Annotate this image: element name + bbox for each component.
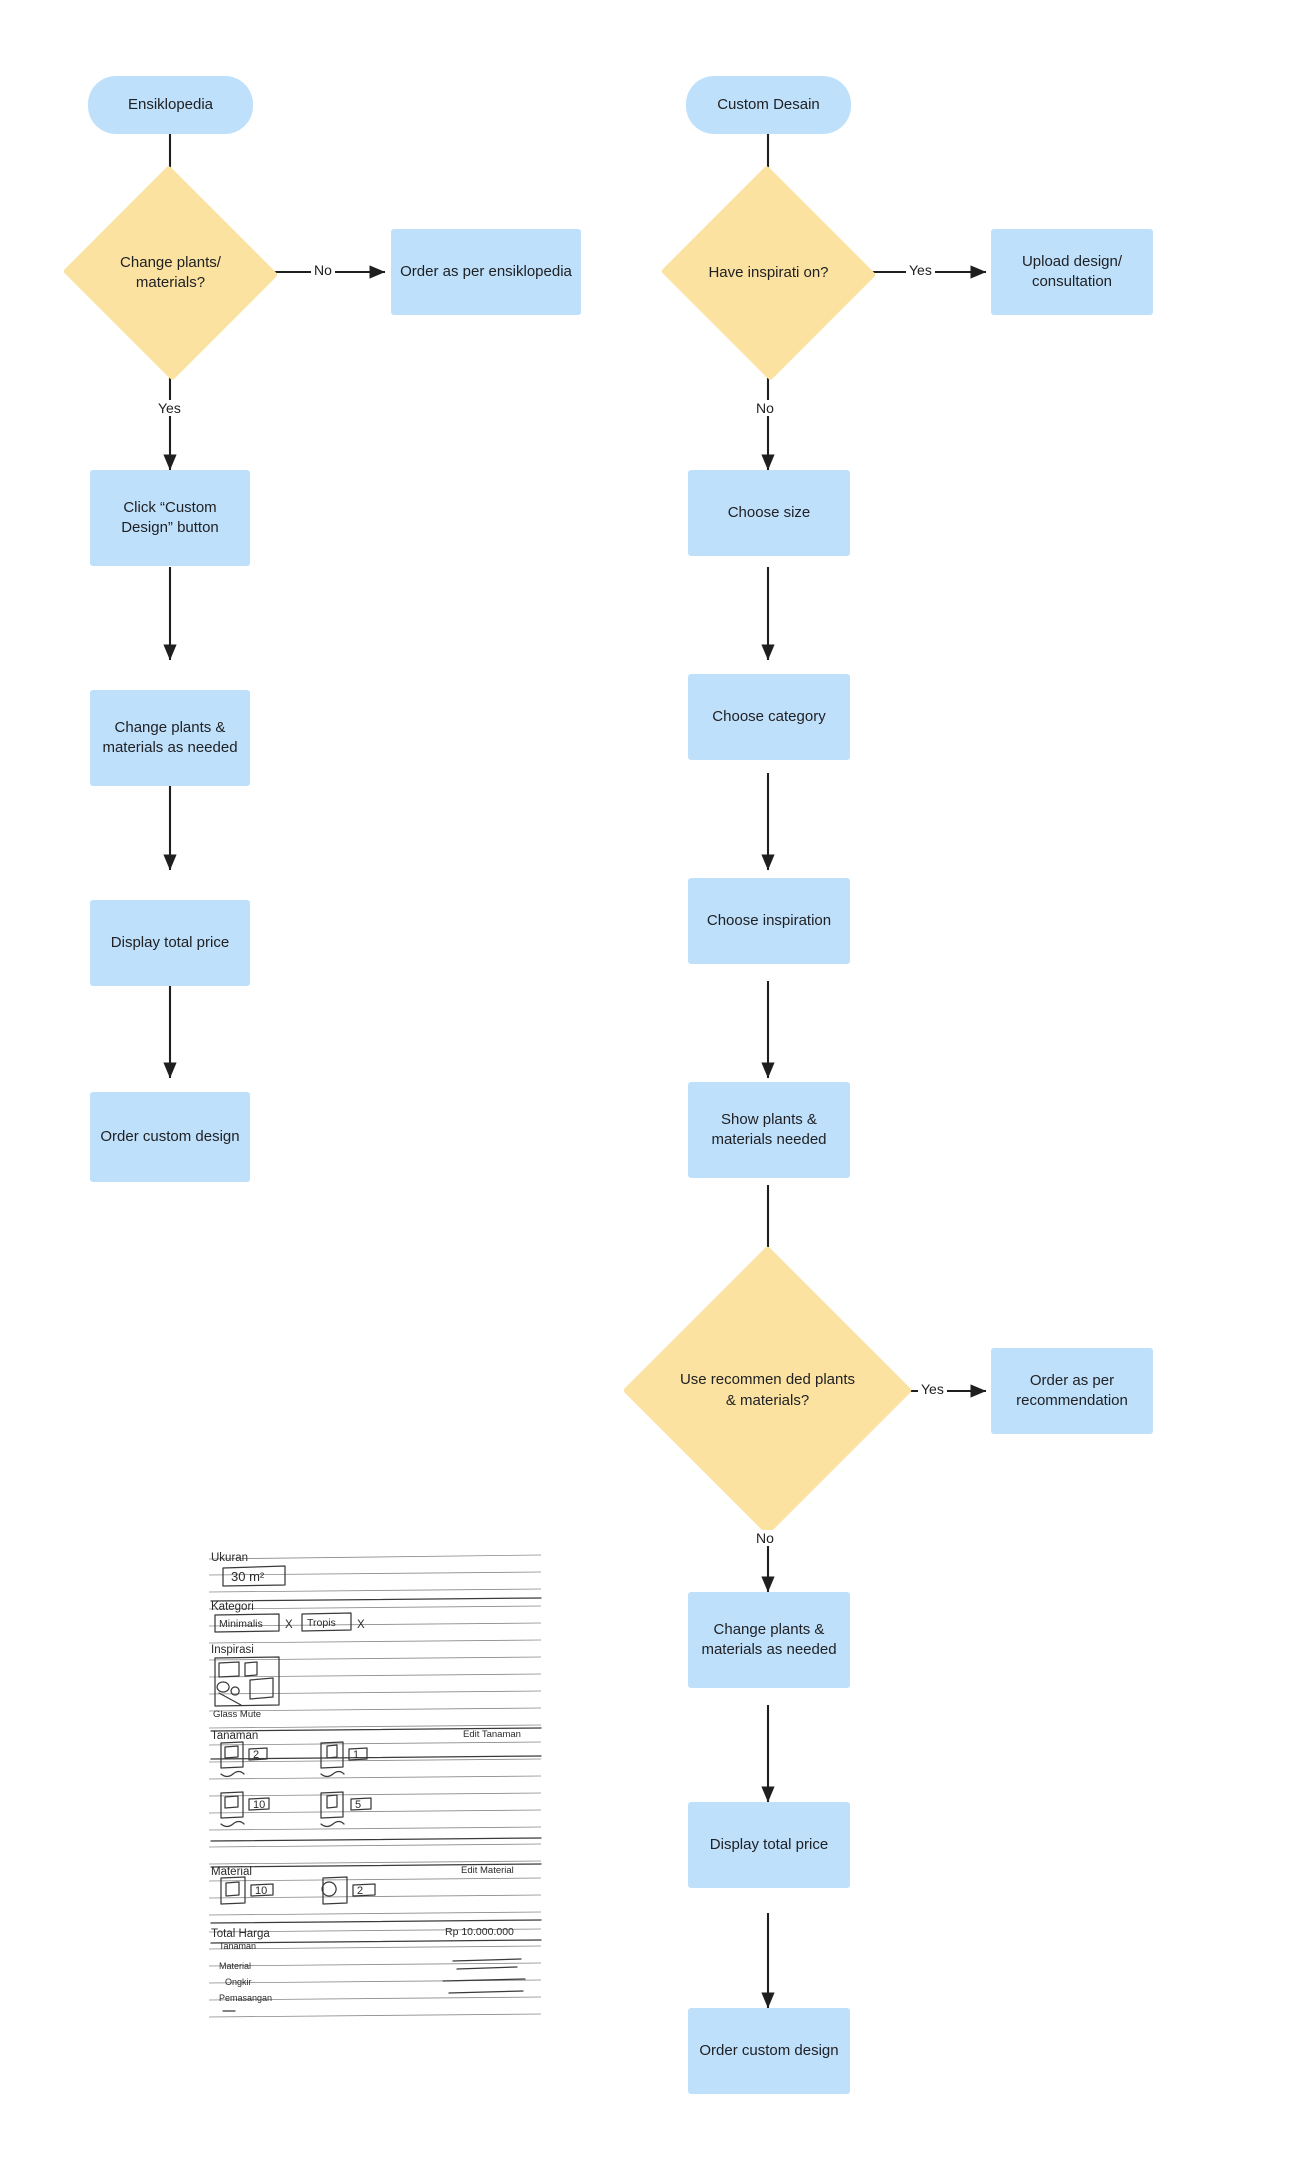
node-upload-design-consultation[interactable]: Upload design/ consultation (991, 229, 1153, 315)
sketch-plant-qty-2: 1 (353, 1749, 359, 1761)
node-label: Change plants & materials as needed (701, 1620, 837, 1658)
edge-label-left-no: No (311, 262, 335, 278)
sketch-material-qty-2: 2 (357, 1885, 363, 1897)
node-label: Click “Custom Design” button (121, 498, 219, 536)
node-label: Use recommen ded plants & materials? (679, 1371, 856, 1409)
sketch-total-label: Total Harga (211, 1928, 270, 1940)
edge-label-right-no-1: No (753, 400, 777, 416)
edge-label-right-yes-1: Yes (906, 262, 935, 278)
node-display-total-price-left[interactable]: Display total price (90, 900, 250, 986)
node-label: Choose size (727, 503, 811, 521)
sketch-inspiration-label: Inspirasi (211, 1644, 254, 1656)
node-use-recommended-decision[interactable]: Use recommen ded plants & materials? (622, 1245, 913, 1536)
node-choose-inspiration[interactable]: Choose inspiration (688, 878, 850, 964)
sketch-category-x-2: X (357, 1619, 365, 1631)
sketch-material-label: Material (211, 1866, 252, 1878)
sketch-size-value: 30 m² (231, 1569, 265, 1584)
node-label: Order as per ensiklopedia (400, 262, 572, 280)
node-change-plants-decision[interactable]: Change plants/ materials? (62, 165, 279, 381)
sketch-material-qty-1: 10 (255, 1885, 267, 1897)
edge-label-left-yes: Yes (155, 400, 184, 416)
sketch-category-tag-1: Minimalis (219, 1618, 263, 1630)
node-label: Have inspirati on? (708, 263, 829, 281)
sketch-category-tag-2: Tropis (307, 1617, 336, 1629)
sketch-summary-2: Material (219, 1961, 251, 1971)
node-change-plants-materials-left[interactable]: Change plants & materials as needed (90, 690, 250, 786)
node-label: Change plants & materials as needed (102, 718, 238, 756)
node-change-plants-materials-right[interactable]: Change plants & materials as needed (688, 1592, 850, 1688)
node-label: Display total price (709, 1835, 829, 1853)
sketch-summary-3: Ongkir (225, 1977, 252, 1987)
node-label: Order as per recommendation (1016, 1371, 1128, 1409)
sketch-plants-edit: Edit Tanaman (463, 1729, 521, 1740)
node-choose-size[interactable]: Choose size (688, 470, 850, 556)
sketch-inspiration-note: Glass Mute (213, 1709, 261, 1720)
node-label: Ensiklopedia (127, 95, 214, 113)
node-choose-category[interactable]: Choose category (688, 674, 850, 760)
node-label: Change plants/ materials? (120, 253, 221, 291)
sketch-material-edit: Edit Material (461, 1865, 514, 1876)
node-have-inspiration-decision[interactable]: Have inspirati on? (660, 165, 877, 381)
sketch-plants-label: Tanaman (211, 1730, 258, 1742)
hand-drawn-wireframe: Ukuran 30 m² Kategori Minimalis X Tropis… (205, 1545, 545, 2040)
node-label: Custom Desain (717, 95, 820, 113)
node-order-custom-design-right[interactable]: Order custom design (688, 2008, 850, 2094)
node-order-as-per-ensiklopedia[interactable]: Order as per ensiklopedia (391, 229, 581, 315)
node-click-custom-design[interactable]: Click “Custom Design” button (90, 470, 250, 566)
node-label: Choose category (712, 707, 826, 725)
sketch-category-x-1: X (285, 1619, 293, 1631)
node-ensiklopedia-start[interactable]: Ensiklopedia (88, 76, 253, 134)
node-label: Upload design/ consultation (1021, 252, 1123, 290)
node-label: Display total price (110, 933, 230, 951)
node-show-plants-materials[interactable]: Show plants & materials needed (688, 1082, 850, 1178)
sketch-plant-qty-1: 2 (253, 1749, 259, 1761)
node-label: Order custom design (100, 1127, 240, 1145)
node-order-as-per-recommendation[interactable]: Order as per recommendation (991, 1348, 1153, 1434)
node-label: Show plants & materials needed (711, 1110, 827, 1148)
sketch-category-label: Kategori (211, 1601, 254, 1613)
node-order-custom-design-left[interactable]: Order custom design (90, 1092, 250, 1182)
sketch-summary-1: Tanaman (219, 1941, 256, 1951)
sketch-summary-4: Pemasangan (219, 1993, 272, 2003)
sketch-plant-qty-3: 10 (253, 1799, 265, 1811)
sketch-plant-qty-4: 5 (355, 1799, 361, 1811)
sketch-total-value: Rp 10.000.000 (445, 1926, 514, 1938)
sketch-size-label: Ukuran (211, 1552, 248, 1564)
edge-label-right-no-2: No (753, 1530, 777, 1546)
node-label: Choose inspiration (706, 911, 832, 929)
edge-label-right-yes-2: Yes (918, 1381, 947, 1397)
node-custom-desain-start[interactable]: Custom Desain (686, 76, 851, 134)
node-display-total-price-right[interactable]: Display total price (688, 1802, 850, 1888)
node-label: Order custom design (699, 2041, 839, 2059)
